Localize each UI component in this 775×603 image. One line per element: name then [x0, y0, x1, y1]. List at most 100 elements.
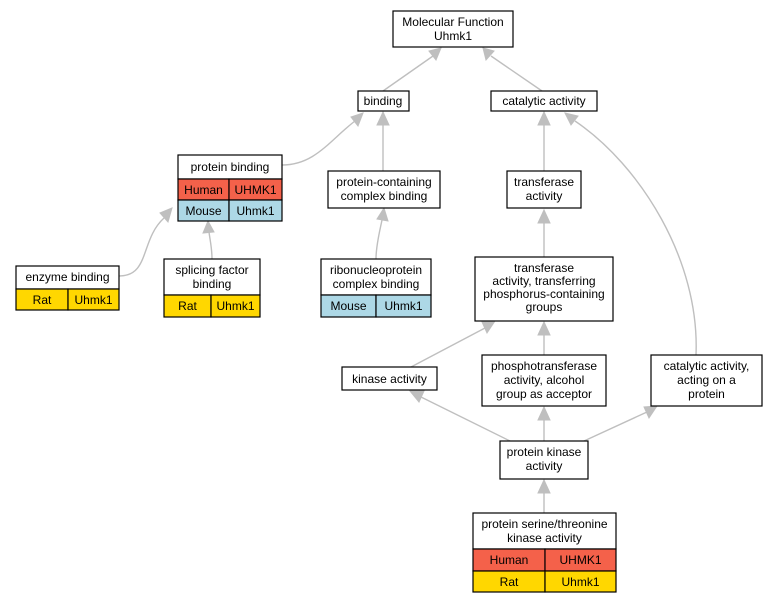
node-label-line-1: catalytic activity [502, 94, 585, 108]
node-box [392, 10, 514, 48]
node-label-line-1: enzyme binding [25, 270, 109, 284]
gene-label: Uhmk1 [561, 575, 599, 589]
arrow-ribo-pccomplex [376, 206, 389, 222]
node-label-line-2: complex binding [333, 277, 420, 291]
node-label-line-2: activity [526, 189, 563, 203]
node-binding[interactable]: binding [357, 90, 410, 112]
node-phosphotransferase[interactable]: phosphotransferase activity, alcohol gro… [481, 354, 607, 407]
node-label-line-1: transferase [514, 261, 574, 275]
arrow-catprotein-catalytic [564, 112, 579, 126]
edge-enzyme-proteinbinding [118, 217, 165, 277]
node-box [327, 170, 441, 209]
species-label: Rat [33, 293, 52, 307]
node-splicing-factor-binding[interactable]: splicing factor binding Rat Uhmk1 [163, 258, 261, 318]
node-label-line-3: protein [688, 387, 725, 401]
arrow-kinase-transferasep [481, 320, 496, 335]
arrow-pccomplex-binding [376, 110, 390, 126]
gene-cell-rat [67, 288, 120, 311]
node-box [481, 354, 607, 407]
node-label-line-2: activity [526, 459, 563, 473]
node-protein-kinase-activity[interactable]: protein kinase activity [499, 440, 589, 480]
arrow-pk-phospho [537, 405, 551, 421]
species-label: Rat [178, 299, 197, 313]
gene-label: UHMK1 [559, 553, 601, 567]
species-label: Rat [500, 575, 519, 589]
species-label: Human [490, 553, 529, 567]
edge-pk-kinase [420, 396, 511, 442]
node-label-line-2: acting on a [677, 373, 736, 387]
arrow-pk-catprotein [643, 405, 658, 420]
node-label-line-1: Molecular Function [402, 15, 503, 29]
node-box [499, 440, 589, 480]
node-protein-binding[interactable]: protein binding Human UHMK1 Mouse Uhmk1 [177, 154, 283, 222]
arrow-pk-kinase [408, 390, 425, 403]
arrow-catalytic-root [482, 47, 495, 62]
node-label-line-3: phosphorus-containing [483, 287, 604, 301]
node-box [490, 90, 598, 112]
node-ribonucleoprotein-complex-binding[interactable]: ribonucleoprotein complex binding Mouse … [320, 258, 432, 318]
node-label-line-2: binding [193, 277, 232, 291]
node-label-line-1: kinase activity [352, 372, 427, 386]
node-label-line-1: protein-containing [336, 175, 431, 189]
node-label-line-2: complex binding [341, 189, 428, 203]
gene-label: Uhmk1 [216, 299, 254, 313]
edge-proteinbinding-binding [281, 120, 356, 166]
node-label-line-1: catalytic activity, [664, 359, 750, 373]
node-label-line-4: groups [526, 300, 563, 314]
arrow-transferasep-transferase [537, 208, 551, 224]
edges [118, 47, 697, 513]
node-transferase-phosphorus[interactable]: transferase activity, transferring phosp… [474, 256, 614, 322]
gene-cell-mouse [375, 294, 432, 318]
node-kinase-activity[interactable]: kinase activity [341, 366, 438, 391]
node-box [357, 90, 410, 112]
node-label-line-2: activity, alcohol [504, 373, 584, 387]
edge-catprotein-catalytic [574, 120, 697, 356]
node-box [506, 170, 582, 209]
edge-ribo-pccomplex [375, 219, 383, 260]
node-label-line-2: Uhmk1 [434, 29, 472, 43]
node-label-line-1: protein binding [191, 160, 270, 174]
node-box [650, 354, 763, 407]
node-box [474, 256, 614, 322]
arrow-binding-root [428, 47, 442, 61]
node-label-line-1: protein kinase [507, 445, 582, 459]
node-label-line-3: group as acceptor [496, 387, 592, 401]
species-label: Human [184, 183, 223, 197]
gene-label: Uhmk1 [236, 204, 274, 218]
node-label-line-1: binding [364, 94, 403, 108]
node-box [163, 258, 261, 296]
node-label-line-2: kinase activity [507, 531, 582, 545]
arrow-serthr-pk [537, 478, 551, 494]
node-label-line-1: transferase [514, 175, 574, 189]
node-molecular-function[interactable]: Molecular Function Uhmk1 [392, 10, 514, 48]
node-catalytic-on-protein[interactable]: catalytic activity, acting on a protein [650, 354, 763, 407]
edge-splicing-proteinbinding [208, 231, 213, 260]
node-catalytic-activity[interactable]: catalytic activity [490, 90, 598, 112]
gene-label: UHMK1 [234, 183, 276, 197]
node-label-line-1: protein serine/threonine [481, 517, 607, 531]
arrow-splicing-proteinbinding [202, 219, 215, 234]
node-label-line-1: phosphotransferase [491, 359, 597, 373]
arrow-transferase-catalytic [537, 110, 551, 126]
arrow-phospho-transferasep [537, 320, 551, 336]
edge-pk-catprotein [583, 411, 648, 442]
gene-cell-mouse [228, 199, 283, 222]
species-label: Mouse [185, 204, 221, 218]
edge-catalytic-root [490, 55, 543, 92]
gene-label: Uhmk1 [74, 293, 112, 307]
node-box [177, 154, 283, 180]
node-transferase-activity[interactable]: transferase activity [506, 170, 582, 209]
arrow-proteinbinding-binding [350, 112, 364, 128]
gene-cell-rat [544, 570, 617, 593]
node-label-line-1: splicing factor [175, 263, 248, 277]
node-box [320, 258, 432, 296]
gene-label: Uhmk1 [384, 299, 422, 313]
arrow-enzyme-proteinbinding [159, 207, 173, 224]
node-enzyme-binding[interactable]: enzyme binding Rat Uhmk1 [15, 265, 120, 311]
node-label-line-2: activity, transferring [492, 274, 595, 288]
node-protein-serine-threonine-kinase[interactable]: protein serine/threonine kinase activity… [472, 512, 617, 593]
edge-kinase-transferasep [410, 327, 486, 368]
gene-cell-rat [210, 294, 261, 318]
node-protein-containing-complex-binding[interactable]: protein-containing complex binding [327, 170, 441, 209]
